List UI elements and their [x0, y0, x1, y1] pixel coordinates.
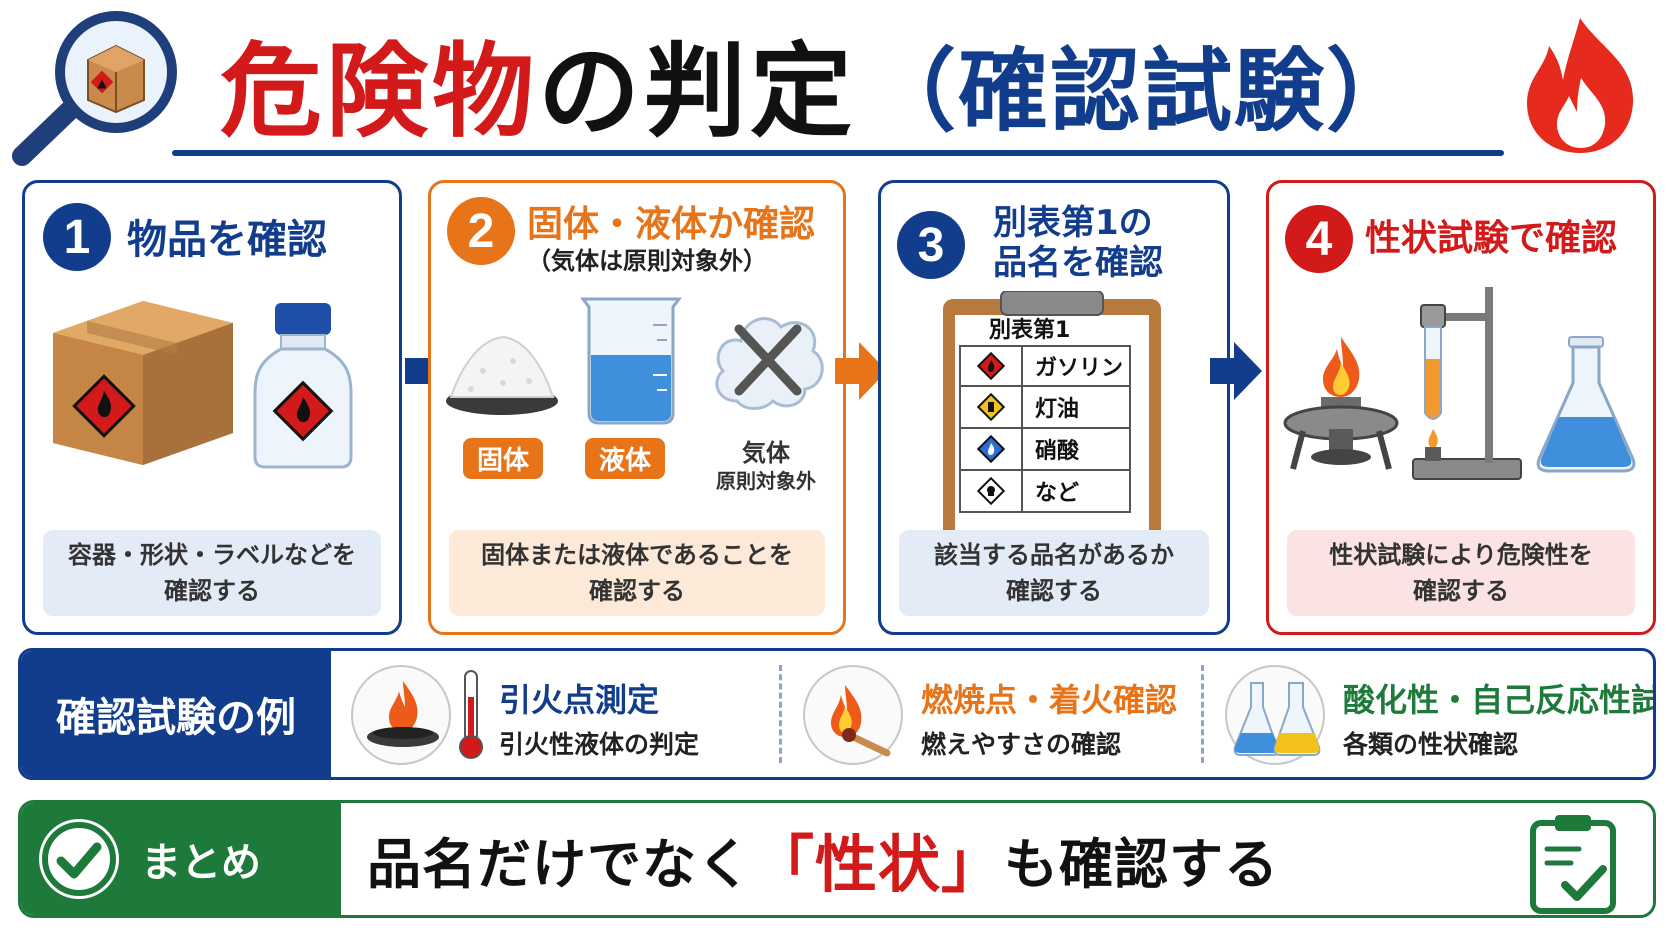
list-item: など: [959, 471, 1131, 513]
step-card-1: 1 物品を確認 容器・形状・ラベルなどを確認する: [22, 180, 402, 635]
step-number: 2: [447, 197, 515, 265]
list-item: ガソリン: [959, 345, 1131, 387]
gas-label: 気体: [742, 439, 790, 467]
step-card-4: 4 性状試験で確認 性状試験により危険性を確認する: [1266, 180, 1656, 635]
title-black: の判定: [538, 32, 856, 152]
step-note: 該当する品名があるか確認する: [899, 530, 1209, 616]
title-blue: （確認試験）: [866, 39, 1418, 144]
note-line-2: 確認する: [164, 577, 260, 605]
example-item: 燃焼点・着火確認 燃えやすさの確認: [803, 651, 1203, 777]
step-title-line-1: 別表第1の: [993, 203, 1153, 243]
flasks-icon: [1225, 665, 1325, 765]
divider: [1201, 665, 1204, 763]
step-number: 3: [897, 211, 965, 279]
example-name: 酸化性・自己反応性試験: [1343, 681, 1653, 719]
step-number: 4: [1285, 205, 1353, 273]
check-circle-icon: [39, 819, 119, 899]
test-tube-stand-icon: [1412, 287, 1522, 480]
note-line-1: 容器・形状・ラベルなどを: [68, 541, 356, 569]
thermometer-icon: [459, 670, 483, 759]
summary-text: 品名だけでなく 「性状」 も確認する: [367, 803, 1279, 915]
skull-icon: [961, 471, 1023, 511]
powder-pile-icon: [446, 335, 558, 415]
bottle-icon: [253, 303, 353, 469]
flammable-icon: [961, 347, 1023, 385]
list-title: 別表第1: [989, 318, 1071, 343]
gas-cloud-x-icon: [715, 317, 824, 410]
step-number: 1: [43, 203, 111, 271]
example-item: 引火点測定 引火性液体の判定: [351, 651, 761, 777]
title-underline: [172, 150, 1504, 156]
arrow-right-icon: [835, 342, 887, 400]
oxidizer-icon: [961, 429, 1023, 469]
step-title: 物品を確認: [127, 217, 327, 263]
fire-icon: [1527, 18, 1634, 153]
magnifier-box-icon: ▲: [12, 11, 177, 166]
example-name: 引火点測定: [499, 681, 660, 719]
step-note: 容器・形状・ラベルなどを確認する: [43, 530, 381, 616]
step-title-line-2: 品名を確認: [993, 243, 1163, 283]
summary-text-after: も確認する: [1004, 832, 1280, 896]
note-line-2: 確認する: [588, 577, 685, 605]
hinmei-list: 別表第1 ガソリン 灯油 硝酸 など: [959, 311, 1159, 514]
clipboard-check-icon: [1530, 815, 1616, 914]
list-item-label: 灯油: [1035, 397, 1080, 422]
step-subtitle: （気体は原則対象外）: [527, 247, 767, 275]
summary-text-before: 品名だけでなく: [367, 832, 752, 896]
beaker-icon: [580, 297, 682, 425]
liquid-tag: 液体: [585, 438, 666, 479]
note-line-2: 確認する: [1413, 577, 1509, 605]
summary-highlight: 「性状」: [752, 828, 1005, 901]
hazard-yellow-icon: [961, 387, 1023, 427]
step-title: 性状試験で確認: [1365, 218, 1618, 259]
burner-icon: [1283, 337, 1399, 470]
step-note: 性状試験により危険性を確認する: [1287, 530, 1635, 616]
example-desc: 燃えやすさの確認: [921, 730, 1122, 759]
list-item: 硝酸: [959, 429, 1131, 471]
burning-match-icon: [803, 665, 903, 765]
summary-label: まとめ: [141, 840, 261, 886]
example-item: 酸化性・自己反応性試験 各類の性状確認: [1225, 651, 1653, 777]
flame-dish-thermometer-icon: [351, 665, 451, 765]
gas-note: 原則対象外: [716, 469, 816, 493]
cardboard-box-icon: [53, 301, 233, 465]
list-item-label: ガソリン: [1035, 356, 1124, 381]
step-card-3: 3 別表第1の 品名を確認 別表第1 ガソリン 灯油 硝酸: [878, 180, 1230, 635]
example-name: 燃焼点・着火確認: [921, 681, 1178, 719]
divider: [779, 665, 782, 763]
example-desc: 各類の性状確認: [1343, 730, 1519, 759]
list-item: 灯油: [959, 387, 1131, 429]
list-item-label: 硝酸: [1035, 439, 1080, 464]
summary-band: まとめ 品名だけでなく 「性状」 も確認する: [18, 800, 1656, 918]
summary-label-box: まとめ: [21, 803, 341, 915]
note-line-1: 性状試験により危険性を: [1329, 541, 1593, 569]
list-item-label: など: [1035, 481, 1080, 506]
page-title: 危険物 の判定 （確認試験）: [220, 28, 1418, 152]
solid-tag: 固体: [463, 438, 544, 479]
svg-text:▲: ▲: [97, 76, 107, 90]
title-red: 危険物: [220, 32, 538, 152]
flask-icon: [1536, 336, 1636, 473]
note-line-1: 該当する品名があるか: [934, 541, 1174, 569]
note-line-1: 固体または液体であることを: [481, 541, 793, 569]
step-note: 固体または液体であることを確認する: [449, 530, 825, 616]
examples-band: 確認試験の例 引火点測定 引火性液体の判定 燃焼点・着火確認: [18, 648, 1656, 780]
examples-label: 確認試験の例: [21, 651, 331, 777]
step-title: 固体・液体か確認: [527, 204, 816, 245]
note-line-2: 確認する: [1006, 577, 1102, 605]
example-desc: 引火性液体の判定: [499, 730, 700, 759]
arrow-right-icon: [1210, 342, 1262, 400]
step-card-2: 2 固体・液体か確認 （気体は原則対象外） 固体 液体 気体 原則対象外 固体ま…: [428, 180, 846, 635]
